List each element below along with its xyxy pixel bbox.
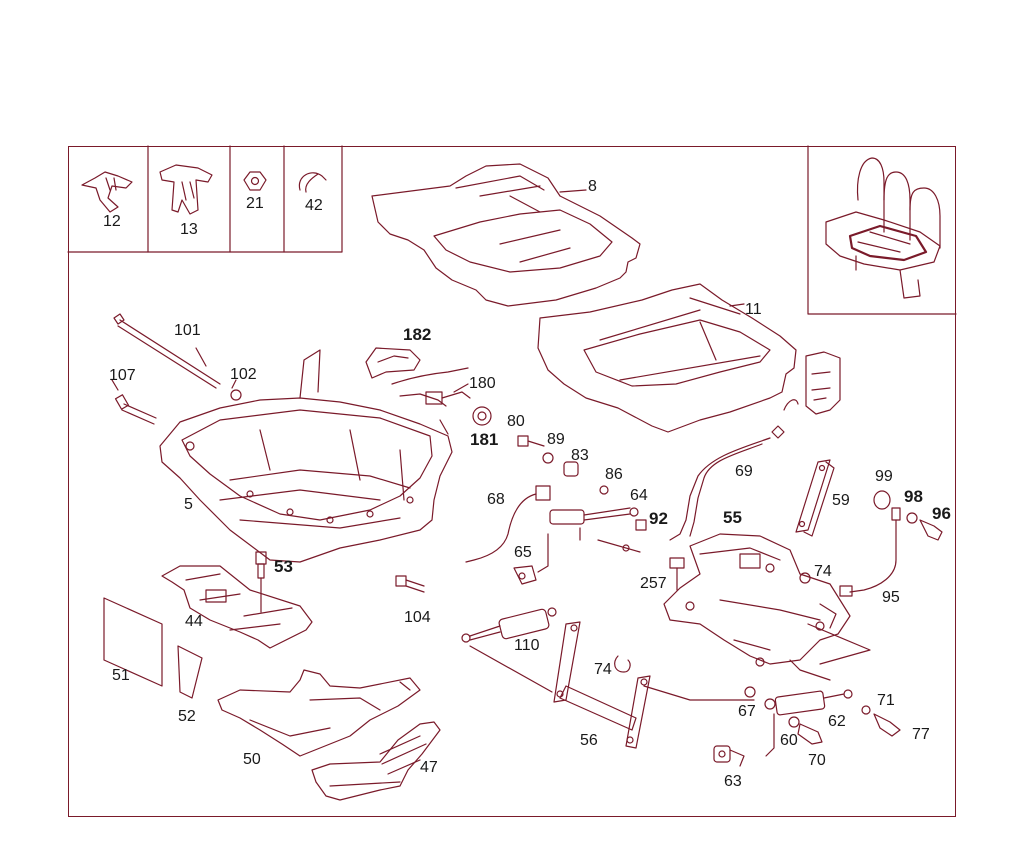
callout-80: 80 — [507, 413, 525, 430]
bolt-101-drawing — [113, 313, 221, 389]
pin-71-77-drawing — [861, 705, 901, 737]
callout-65: 65 — [514, 544, 532, 561]
callout-102: 102 — [230, 366, 257, 383]
gas-strut-64-drawing — [549, 507, 647, 553]
washer-74-top-drawing — [799, 572, 811, 584]
callout-77: 77 — [912, 726, 930, 743]
callout-107: 107 — [109, 367, 136, 384]
clip-63-drawing — [713, 745, 745, 767]
callout-182: 182 — [403, 325, 432, 344]
bolt-107-drawing — [111, 379, 157, 425]
cable-180-drawing — [391, 367, 471, 407]
mechanism-55-drawing — [663, 533, 871, 681]
clip-74-lower-drawing — [614, 655, 631, 673]
callout-71: 71 — [877, 692, 895, 709]
callout-95: 95 — [882, 589, 900, 606]
callout-21: 21 — [246, 195, 264, 212]
callout-59: 59 — [832, 492, 850, 509]
callout-64: 64 — [630, 487, 648, 504]
callout-51: 51 — [112, 667, 130, 684]
bolt-53-drawing — [255, 551, 267, 613]
callout-13: 13 — [180, 221, 198, 238]
callout-89: 89 — [547, 431, 565, 448]
linkage-56-drawing — [553, 621, 651, 749]
plate-44-drawing — [161, 565, 313, 649]
callout-110: 110 — [514, 637, 540, 654]
callout-56: 56 — [580, 732, 598, 749]
bolt-257-drawing — [669, 557, 685, 591]
plate-59-drawing — [795, 459, 835, 537]
callout-70: 70 — [808, 752, 826, 769]
diagram-frame — [68, 146, 956, 817]
callout-68: 68 — [487, 491, 505, 508]
gas-strut-62-drawing — [744, 686, 853, 716]
clip-12-icon — [81, 171, 133, 213]
washer-102-drawing — [230, 389, 242, 401]
cap-181-drawing — [472, 406, 492, 426]
callout-50: 50 — [243, 751, 261, 768]
callout-257: 257 — [640, 575, 667, 592]
cushion-8-drawing — [371, 163, 641, 307]
callout-8: 8 — [588, 178, 597, 195]
callout-92: 92 — [649, 509, 668, 528]
cover-50-drawing — [217, 669, 421, 757]
bracket-65-drawing — [513, 533, 549, 585]
cable-95-drawing — [839, 519, 897, 597]
callout-67: 67 — [738, 703, 756, 720]
callout-12: 12 — [103, 213, 121, 230]
callout-60: 60 — [780, 732, 798, 749]
callout-62: 62 — [828, 713, 846, 730]
hose-clip-42-icon — [298, 172, 327, 193]
cushion-11-drawing — [537, 283, 797, 433]
nut-21-icon — [243, 171, 267, 191]
callout-69: 69 — [735, 463, 753, 480]
sheet-51-drawing — [103, 597, 163, 687]
small-hardware-80-89-83-86 — [517, 435, 609, 495]
seat-frame-5-drawing — [159, 349, 453, 563]
cable-68-drawing — [465, 485, 551, 563]
small-parts-box — [67, 145, 343, 253]
bolt-104-drawing — [395, 575, 425, 593]
inset-seat-view — [807, 145, 957, 315]
callout-5: 5 — [184, 496, 193, 513]
callout-42: 42 — [305, 197, 323, 214]
callout-74-top: 74 — [814, 563, 832, 580]
callout-96: 96 — [932, 504, 951, 523]
callout-52: 52 — [178, 708, 196, 725]
trim-47-drawing — [311, 721, 441, 801]
handle-182-drawing — [365, 347, 421, 379]
callout-101: 101 — [174, 322, 201, 339]
gas-strut-110-drawing — [461, 607, 557, 693]
clip-13-icon — [159, 164, 213, 215]
callout-74-lower: 74 — [594, 661, 612, 678]
callout-47: 47 — [420, 759, 438, 776]
callout-53: 53 — [274, 557, 293, 576]
callout-99: 99 — [875, 468, 893, 485]
callout-98: 98 — [904, 487, 923, 506]
callout-180: 180 — [469, 375, 496, 392]
callout-181: 181 — [470, 430, 499, 449]
callout-86: 86 — [605, 466, 623, 483]
pin-60-70-drawing — [765, 713, 823, 757]
callout-44: 44 — [185, 613, 203, 630]
sheet-52-drawing — [177, 645, 203, 699]
callout-63: 63 — [724, 773, 742, 790]
callout-55: 55 — [723, 508, 742, 527]
callout-104: 104 — [404, 609, 431, 626]
callout-83: 83 — [571, 447, 589, 464]
release-handle-69-drawing — [669, 351, 841, 541]
callout-11: 11 — [745, 301, 762, 318]
